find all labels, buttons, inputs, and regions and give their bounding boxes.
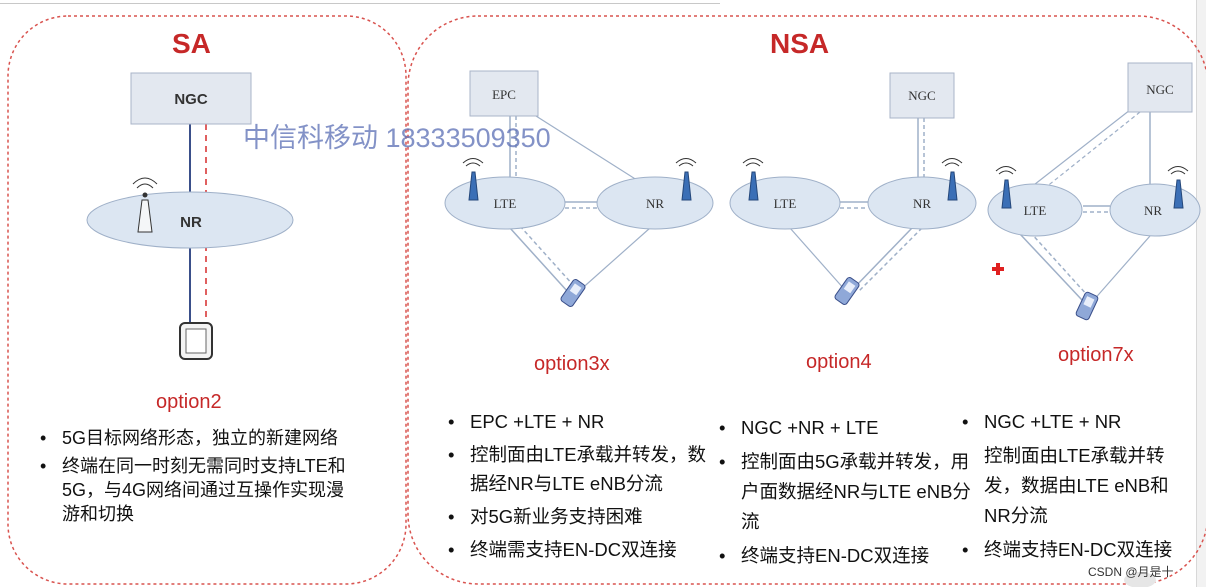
- option7x-bullet-item: 终端支持EN-DC双连接: [958, 535, 1194, 565]
- option3x-epc-label: EPC: [492, 87, 516, 102]
- nsa-section-border: [407, 15, 1206, 585]
- option4-bullet-list: NGC +NR + LTE 控制面由5G承载并转发，用户面数据经NR与LTE e…: [715, 413, 977, 575]
- option7x-nr-antenna-icon: [1167, 166, 1189, 209]
- csdn-credit: CSDN @月是十: [1088, 565, 1174, 579]
- sa-title: SA: [172, 28, 211, 59]
- sa-section-border: [7, 15, 407, 585]
- option4-nr-label: NR: [913, 196, 931, 211]
- option7x-label: option7x: [1058, 344, 1134, 366]
- option3x-terminal-icon: [560, 279, 586, 307]
- option3x-nr-antenna-icon: [675, 158, 697, 201]
- option4-lte-cell: [729, 176, 841, 230]
- option7x-network: NGC LTE NR: [987, 62, 1201, 321]
- sa-ngc-label: NGC: [174, 91, 208, 108]
- sa-network: NGC NR: [86, 72, 294, 360]
- scrollbar[interactable]: [1196, 0, 1206, 587]
- sa-bullet-list: 5G目标网络形态，独立的新建网络 终端在同一时刻无需同时支持LTE和5G，与4G…: [36, 426, 351, 530]
- option7x-ngc-label: NGC: [1146, 82, 1173, 97]
- option2-label: option2: [156, 391, 222, 413]
- option3x-bullet-item: 终端需支持EN-DC双连接: [444, 535, 712, 564]
- option7x-bullet-item: NGC +LTE + NR: [958, 407, 1194, 437]
- option3x-lte-label: LTE: [494, 196, 517, 211]
- option4-ngc-label: NGC: [908, 88, 935, 103]
- option7x-terminal-icon: [1075, 291, 1099, 321]
- option4-bullet-item: 控制面由5G承载并转发，用户面数据经NR与LTE eNB分流: [715, 447, 977, 537]
- option4-lte-label: LTE: [774, 196, 797, 211]
- option3x-label: option3x: [534, 353, 610, 375]
- option3x-bullet-item: EPC +LTE + NR: [444, 407, 712, 436]
- option4-label: option4: [806, 351, 872, 373]
- option7x-lte-cell: [987, 183, 1083, 237]
- option4-network: NGC LTE NR: [729, 72, 977, 305]
- csdn-logo-icon: [1124, 572, 1156, 587]
- option3x-epc-box: [469, 70, 539, 117]
- option4-terminal-icon: [834, 277, 860, 305]
- sa-nr-label: NR: [180, 214, 202, 231]
- option4-bullet-item: NGC +NR + LTE: [715, 413, 977, 443]
- option3x-bullet-item: 控制面由LTE承载并转发，数据经NR与LTE eNB分流: [444, 440, 712, 498]
- option7x-lte-antenna-icon: [995, 166, 1017, 209]
- option4-bullet-item: 终端支持EN-DC双连接: [715, 541, 977, 571]
- option7x-ngc-box: [1127, 62, 1193, 113]
- option4-nr-antenna-icon: [941, 158, 963, 201]
- red-plus-icon: [992, 263, 1004, 275]
- watermark-text: 中信科移动 18333509350: [243, 123, 551, 153]
- nsa-title: NSA: [770, 28, 830, 59]
- option3x-bullet-item: 对5G新业务支持困难: [444, 502, 712, 531]
- sa-antenna-icon: [132, 177, 158, 233]
- sa-bullet-item: 5G目标网络形态，独立的新建网络: [36, 426, 351, 450]
- window-top-edge: [0, 0, 720, 4]
- option7x-bullet-item: 控制面由LTE承载并转发，数据由LTE eNB和NR分流: [984, 445, 1169, 526]
- sa-bullet-item: 终端在同一时刻无需同时支持LTE和5G，与4G网络间通过互操作实现漫游和切换: [36, 454, 351, 526]
- sa-terminal-icon: [179, 322, 213, 360]
- option3x-nr-label: NR: [646, 196, 664, 211]
- sa-nr-cell: [86, 191, 294, 249]
- option4-lte-antenna-icon: [742, 158, 764, 201]
- option7x-nr-label: NR: [1144, 203, 1162, 218]
- option3x-lte-antenna-icon: [462, 158, 484, 201]
- sa-ngc-box: [130, 72, 252, 125]
- option3x-bullet-list: EPC +LTE + NR 控制面由LTE承载并转发，数据经NR与LTE eNB…: [444, 407, 712, 568]
- option7x-bullet-list: NGC +LTE + NR 控制面由LTE承载并转发，数据由LTE eNB和NR…: [958, 407, 1194, 569]
- option3x-network: EPC LTE NR: [444, 70, 714, 307]
- option7x-lte-label: LTE: [1024, 203, 1047, 218]
- option4-ngc-box: [889, 72, 955, 119]
